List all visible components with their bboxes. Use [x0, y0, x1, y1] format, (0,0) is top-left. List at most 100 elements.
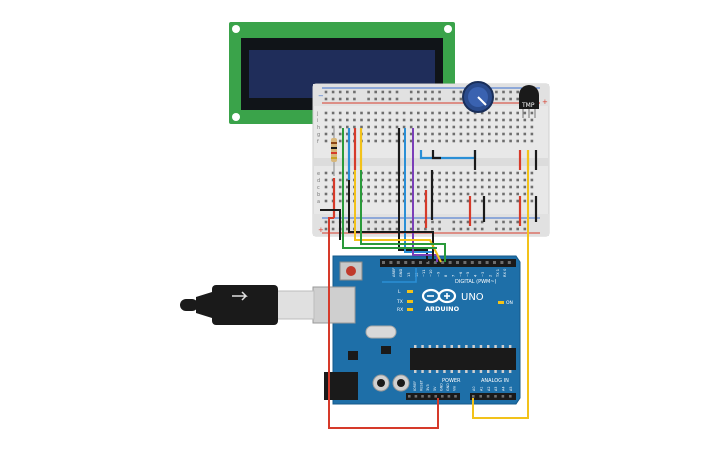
- breadboard-hole[interactable]: [480, 185, 484, 189]
- breadboard-hole[interactable]: [495, 178, 498, 182]
- breadboard-hole[interactable]: [381, 118, 385, 122]
- rail-hole[interactable]: [353, 97, 356, 101]
- breadboard-hole[interactable]: [381, 171, 385, 175]
- rail-hole[interactable]: [438, 97, 441, 101]
- breadboard-hole[interactable]: [417, 132, 420, 136]
- rail-hole[interactable]: [417, 227, 420, 231]
- header-pin[interactable]: [463, 261, 467, 264]
- breadboard-hole[interactable]: [388, 125, 392, 129]
- wire-blue[interactable]: [382, 268, 417, 283]
- rail-hole[interactable]: [473, 227, 477, 231]
- rail-hole[interactable]: [388, 90, 392, 94]
- breadboard-hole[interactable]: [338, 171, 342, 175]
- rail-hole[interactable]: [367, 97, 370, 101]
- breadboard-hole[interactable]: [338, 139, 342, 143]
- breadboard-hole[interactable]: [417, 185, 420, 189]
- breadboard-hole[interactable]: [530, 171, 534, 175]
- breadboard-hole[interactable]: [509, 125, 512, 129]
- breadboard-hole[interactable]: [530, 139, 534, 143]
- breadboard-hole[interactable]: [417, 178, 420, 182]
- breadboard-hole[interactable]: [488, 118, 491, 122]
- breadboard-hole[interactable]: [417, 125, 420, 129]
- breadboard-hole[interactable]: [488, 125, 491, 129]
- breadboard-hole[interactable]: [331, 132, 335, 136]
- breadboard-hole[interactable]: [530, 132, 534, 136]
- breadboard-hole[interactable]: [488, 132, 491, 136]
- breadboard-hole[interactable]: [473, 192, 477, 196]
- breadboard-hole[interactable]: [381, 192, 385, 196]
- breadboard-hole[interactable]: [346, 132, 349, 136]
- breadboard-hole[interactable]: [388, 185, 392, 189]
- breadboard-hole[interactable]: [530, 118, 534, 122]
- breadboard-hole[interactable]: [424, 171, 427, 175]
- breadboard-hole[interactable]: [374, 111, 377, 115]
- breadboard-hole[interactable]: [409, 199, 413, 203]
- header-pin[interactable]: [494, 395, 497, 398]
- breadboard-hole[interactable]: [353, 118, 356, 122]
- breadboard-hole[interactable]: [473, 139, 477, 143]
- rail-hole[interactable]: [502, 227, 505, 231]
- breadboard-hole[interactable]: [424, 111, 427, 115]
- breadboard-hole[interactable]: [431, 139, 434, 143]
- rail-hole[interactable]: [409, 227, 413, 231]
- breadboard-hole[interactable]: [502, 125, 505, 129]
- breadboard-hole[interactable]: [509, 139, 512, 143]
- header-pin[interactable]: [447, 395, 451, 398]
- header-pin[interactable]: [448, 261, 452, 264]
- rail-hole[interactable]: [324, 90, 328, 94]
- breadboard-hole[interactable]: [530, 125, 534, 129]
- breadboard-hole[interactable]: [480, 111, 484, 115]
- breadboard-hole[interactable]: [445, 178, 448, 182]
- rail-hole[interactable]: [395, 227, 399, 231]
- breadboard-hole[interactable]: [459, 199, 463, 203]
- breadboard-hole[interactable]: [374, 185, 377, 189]
- breadboard-hole[interactable]: [424, 132, 427, 136]
- breadboard-hole[interactable]: [409, 171, 413, 175]
- breadboard-hole[interactable]: [473, 185, 477, 189]
- breadboard-hole[interactable]: [395, 118, 399, 122]
- breadboard-hole[interactable]: [438, 139, 441, 143]
- breadboard-hole[interactable]: [530, 178, 534, 182]
- breadboard-hole[interactable]: [466, 125, 470, 129]
- breadboard-hole[interactable]: [452, 139, 456, 143]
- header-pin[interactable]: [500, 261, 504, 264]
- breadboard-hole[interactable]: [395, 192, 399, 196]
- breadboard-hole[interactable]: [367, 111, 370, 115]
- breadboard-hole[interactable]: [459, 185, 463, 189]
- breadboard-hole[interactable]: [466, 199, 470, 203]
- breadboard-hole[interactable]: [516, 171, 519, 175]
- rail-hole[interactable]: [459, 97, 463, 101]
- breadboard-hole[interactable]: [367, 118, 370, 122]
- breadboard-hole[interactable]: [466, 171, 470, 175]
- header-pin[interactable]: [441, 395, 444, 398]
- breadboard-hole[interactable]: [331, 118, 335, 122]
- rail-hole[interactable]: [346, 90, 349, 94]
- breadboard-hole[interactable]: [495, 111, 498, 115]
- breadboard-hole[interactable]: [324, 192, 328, 196]
- breadboard-hole[interactable]: [473, 111, 477, 115]
- breadboard-hole[interactable]: [438, 118, 441, 122]
- breadboard-hole[interactable]: [530, 192, 534, 196]
- breadboard-hole[interactable]: [452, 178, 456, 182]
- breadboard-hole[interactable]: [331, 171, 335, 175]
- breadboard-hole[interactable]: [495, 132, 498, 136]
- breadboard-hole[interactable]: [409, 185, 413, 189]
- rail-hole[interactable]: [431, 90, 434, 94]
- header-pin[interactable]: [434, 395, 437, 398]
- breadboard-hole[interactable]: [360, 125, 363, 129]
- rail-hole[interactable]: [502, 97, 505, 101]
- breadboard-hole[interactable]: [431, 125, 434, 129]
- breadboard-hole[interactable]: [473, 132, 477, 136]
- breadboard-hole[interactable]: [495, 171, 498, 175]
- rail-hole[interactable]: [459, 220, 463, 224]
- breadboard-hole[interactable]: [495, 192, 498, 196]
- breadboard-hole[interactable]: [459, 111, 463, 115]
- breadboard-hole[interactable]: [459, 178, 463, 182]
- rail-hole[interactable]: [509, 220, 512, 224]
- rail-hole[interactable]: [431, 227, 434, 231]
- rail-hole[interactable]: [381, 227, 385, 231]
- breadboard-hole[interactable]: [367, 192, 370, 196]
- rail-hole[interactable]: [381, 90, 385, 94]
- breadboard-hole[interactable]: [324, 111, 328, 115]
